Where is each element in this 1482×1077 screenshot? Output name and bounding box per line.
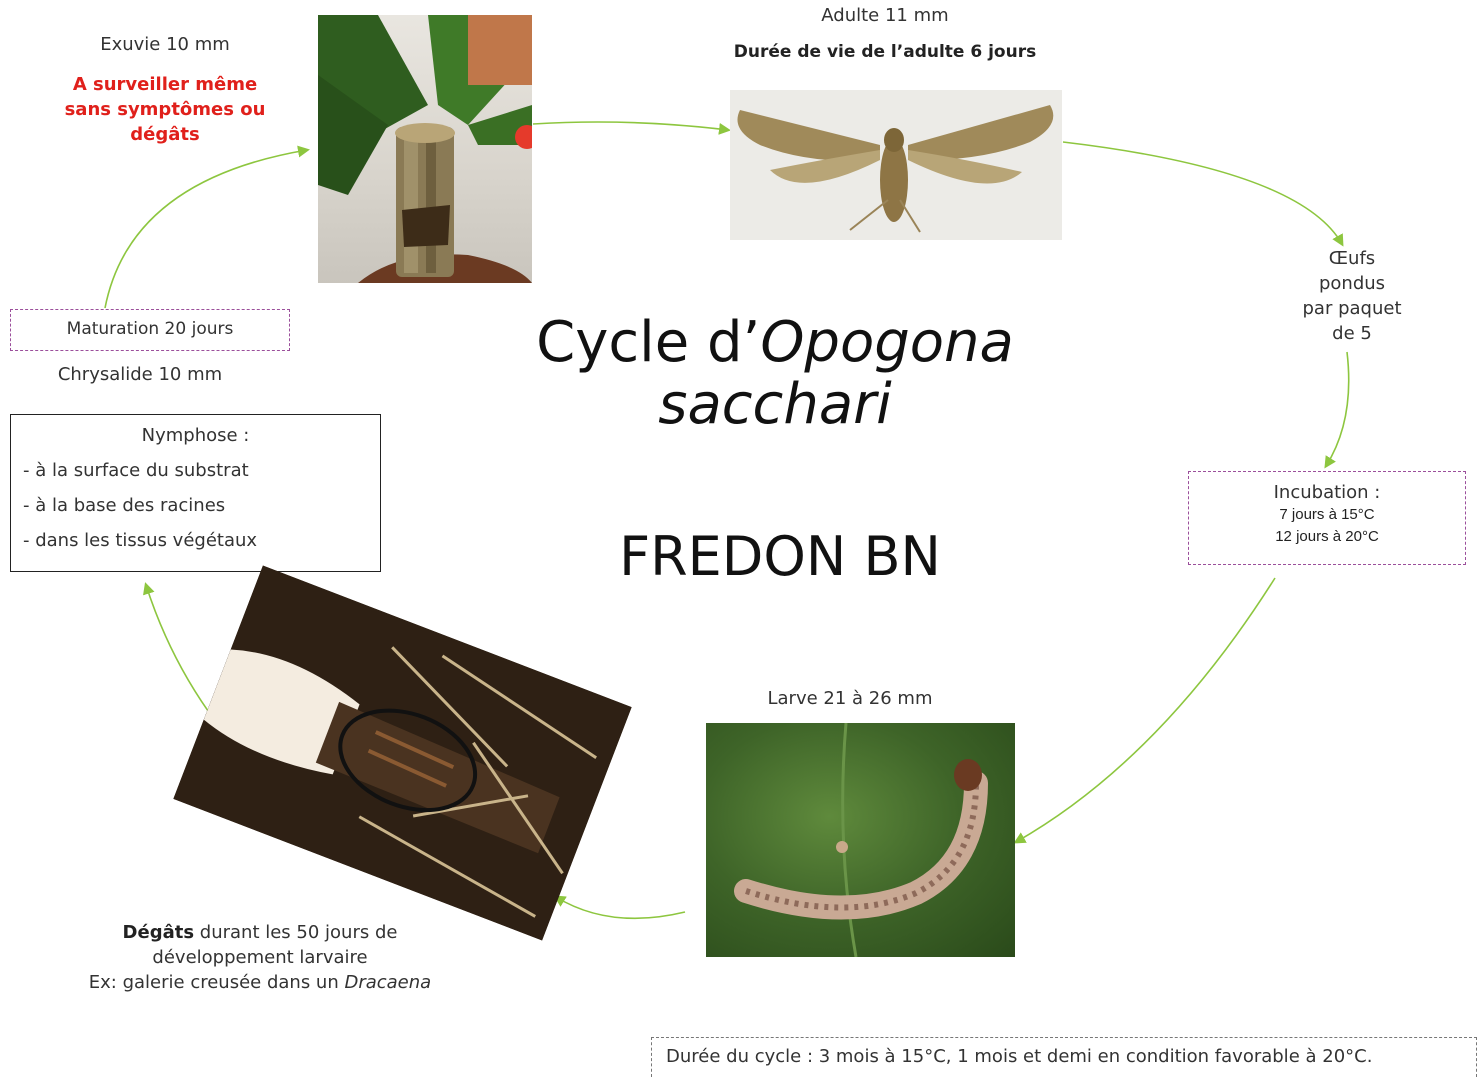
eggs-line-1: Œufs [1328, 248, 1376, 269]
damage-line-2: développement larvaire [152, 947, 368, 968]
exuvie-warning: A surveiller même sans symptômes ou dégâ… [40, 72, 290, 147]
larva-illustration [734, 723, 988, 957]
adult-moth-photo [730, 90, 1062, 240]
incubation-box: Incubation : 7 jours à 15°C 12 jours à 2… [1188, 471, 1466, 565]
larva-photo [706, 723, 1015, 957]
adult-lifespan: Durée de vie de l’adulte 6 jours [733, 42, 1037, 62]
title-genus: Opogona [760, 310, 1014, 375]
arrow-incubation-to-larva [1013, 577, 1276, 844]
exuvie-photo [318, 15, 532, 283]
eggs-line-2: pondus [1318, 273, 1386, 294]
warning-line-1: A surveiller même [72, 74, 258, 95]
arrow-adult-to-eggs [1062, 141, 1344, 247]
eggs-line-4: de 5 [1332, 323, 1372, 344]
damage-rest: durant les 50 jours de [194, 922, 398, 943]
arrow-larva-to-damage [553, 895, 686, 920]
page-title: Cycle d’Opogona sacchari [470, 312, 1080, 436]
eggs-label: Œufs pondus par paquet de 5 [1282, 246, 1422, 346]
cycle-duration-note: Durée du cycle : 3 mois à 15°C, 1 mois e… [651, 1037, 1477, 1077]
incubation-line-1: 7 jours à 15°C [1279, 506, 1375, 523]
nymphose-item-3: - dans les tissus végétaux [23, 530, 258, 551]
adult-label: Adulte 11 mm [821, 5, 949, 26]
warning-line-3: dégâts [130, 124, 200, 145]
nymphose-title: Nymphose : [141, 425, 250, 446]
org-name: FREDON BN [619, 525, 941, 588]
plant-stem-illustration [318, 15, 532, 283]
nymphose-box: Nymphose : - à la surface du substrat - … [10, 414, 381, 572]
arrow-damage-to-nymphose [143, 582, 217, 723]
exuvie-label: Exuvie 10 mm [100, 34, 230, 55]
nymphose-item-2: - à la base des racines [23, 495, 226, 516]
dracaena-gallery-illustration [173, 565, 632, 941]
moth-illustration [737, 105, 1054, 233]
arrow-maturation-to-exuvie [104, 145, 310, 309]
arrow-exuvie-to-adult [532, 121, 731, 135]
damage-line-3-italic: Dracaena [344, 972, 432, 993]
larva-label: Larve 21 à 26 mm [767, 688, 933, 709]
arrow-eggs-to-incubation [1324, 351, 1350, 469]
damage-line-3-prefix: Ex: galerie creusée dans un [88, 972, 345, 993]
damage-photo [173, 565, 632, 941]
incubation-line-2: 12 jours à 20°C [1275, 528, 1379, 545]
maturation-box: Maturation 20 jours [10, 309, 290, 351]
chrysalide-label: Chrysalide 10 mm [57, 364, 223, 385]
eggs-line-3: par paquet [1302, 298, 1402, 319]
damage-caption: Dégâts durant les 50 jours de développem… [45, 920, 475, 995]
title-prefix: Cycle d’ [536, 310, 761, 375]
title-species: sacchari [658, 372, 892, 437]
warning-line-2: sans symptômes ou [64, 99, 266, 120]
damage-bold: Dégâts [122, 922, 195, 943]
nymphose-item-1: - à la surface du substrat [23, 460, 249, 481]
incubation-title: Incubation : [1273, 482, 1381, 503]
